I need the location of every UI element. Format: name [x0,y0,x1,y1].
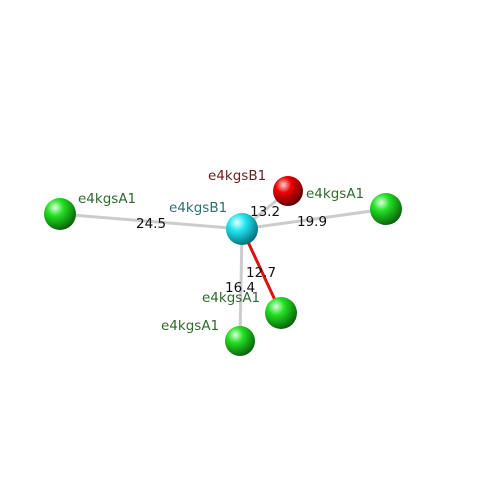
atom-bottom-right-sphere[interactable] [265,297,297,329]
atom-label-left: e4kgsA1 [78,191,136,207]
atom-right-sphere[interactable] [370,193,402,225]
edge-center-right [241,207,387,231]
distance-label-left: 24.5 [136,216,166,232]
distance-label-right: 19.9 [297,214,327,230]
atoms [44,176,402,356]
atom-label-center: e4kgsB1 [169,200,227,216]
atom-label-bottom-right: e4kgsA1 [202,290,260,306]
distance-label-bottom: 16.4 [225,280,255,296]
atom-red-sphere[interactable] [273,176,303,206]
edge-center-left [59,212,243,231]
atom-left-sphere[interactable] [44,198,76,230]
atom-bottom-sphere[interactable] [225,326,255,356]
atom-label-bottom: e4kgsA1 [161,318,219,334]
atom-center-sphere[interactable] [226,213,258,245]
atom-label-red: e4kgsB1 [208,168,266,184]
atom-labels: e4kgsB1 e4kgsB1 e4kgsA1 e4kgsA1 e4kgsA1 … [78,168,364,334]
distance-label-red: 13.2 [250,204,280,220]
distance-labels: 13.2 24.5 19.9 12.7 16.4 [136,204,327,296]
atom-label-right: e4kgsA1 [306,186,364,202]
edge-center-bottom [238,228,244,342]
distance-label-bottom-right: 12.7 [246,265,276,281]
